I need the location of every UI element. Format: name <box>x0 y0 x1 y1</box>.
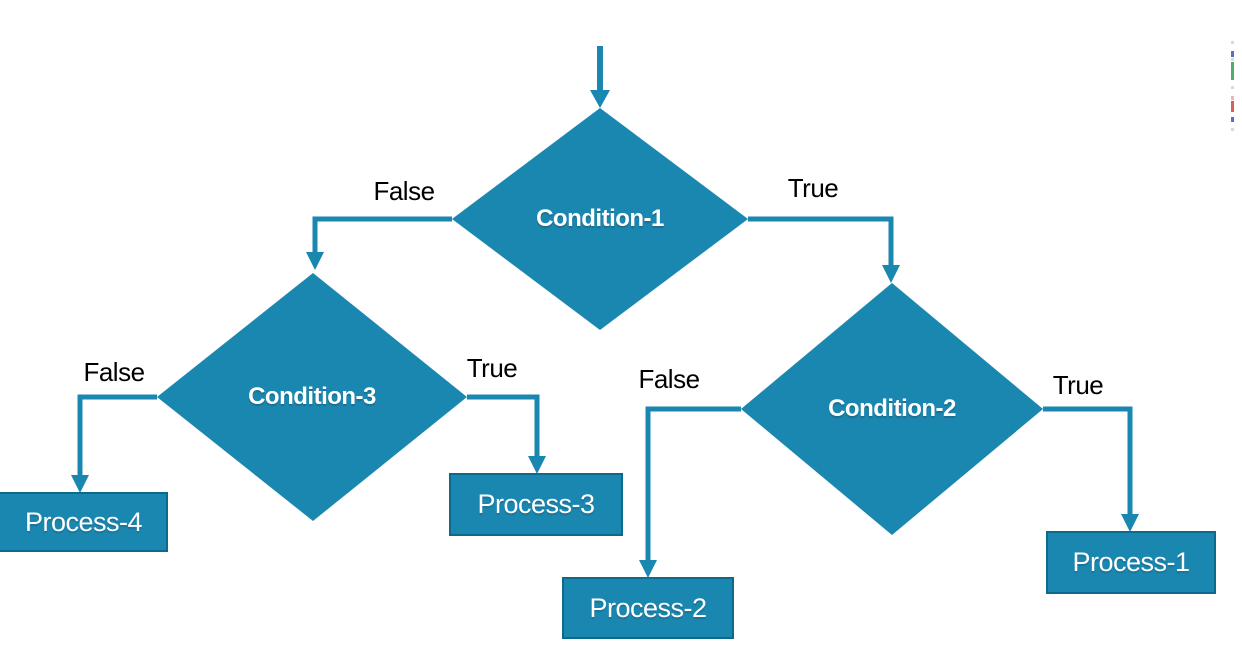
condition-2-diamond <box>741 283 1043 535</box>
condition-3-true-label: True <box>466 353 518 383</box>
edge-artifact-strip <box>1231 0 1235 654</box>
edge-artifact-mark <box>1231 86 1234 89</box>
edge-condition3-false-arrowhead-icon <box>71 475 89 493</box>
edge-condition3-false-line <box>77 394 157 476</box>
edge-artifact-mark <box>1231 96 1234 100</box>
entry-arrowhead-icon <box>590 90 610 108</box>
edge-artifact-mark <box>1231 41 1234 44</box>
edge-condition1-true-arrowhead-icon <box>882 265 900 283</box>
condition-2-false-label: False <box>638 364 700 394</box>
edge-artifact-mark <box>1231 58 1234 61</box>
edge-artifact-mark <box>1231 62 1234 80</box>
entry-arrow <box>590 46 610 108</box>
condition-3-diamond <box>157 273 467 521</box>
edge-condition1-false-arrowhead-icon <box>306 252 324 270</box>
edge-condition2-true <box>1043 406 1139 532</box>
process-4-box <box>0 492 168 552</box>
edge-artifact-mark <box>1231 101 1234 112</box>
edge-artifact-mark <box>1231 128 1234 131</box>
condition-3-false-label: False <box>83 357 145 387</box>
edge-condition3-true-arrowhead-icon <box>528 456 546 474</box>
process-1-box <box>1046 531 1216 594</box>
edge-condition2-true-arrowhead-icon <box>1121 514 1139 532</box>
edge-condition1-true <box>748 216 900 283</box>
condition-1-diamond <box>452 108 748 330</box>
edge-condition3-true-line <box>467 394 540 457</box>
edge-artifact-mark <box>1231 51 1234 57</box>
edge-condition3-false <box>71 394 157 493</box>
condition-1-false-label: False <box>373 176 435 206</box>
edge-condition1-false <box>306 216 452 270</box>
edge-condition2-false <box>639 406 741 578</box>
edge-artifact-mark <box>1231 117 1234 122</box>
edge-condition2-false-arrowhead-icon <box>639 560 657 578</box>
edge-condition2-false-line <box>645 406 741 561</box>
edge-condition1-true-line <box>748 216 894 266</box>
condition-1-true-label: True <box>787 173 839 203</box>
process-2-box <box>562 577 734 639</box>
process-3-box <box>449 473 623 536</box>
condition-2-true-label: True <box>1052 370 1104 400</box>
edge-condition1-false-line <box>312 216 452 253</box>
edge-condition2-true-line <box>1043 406 1133 515</box>
edge-condition3-true <box>467 394 546 474</box>
